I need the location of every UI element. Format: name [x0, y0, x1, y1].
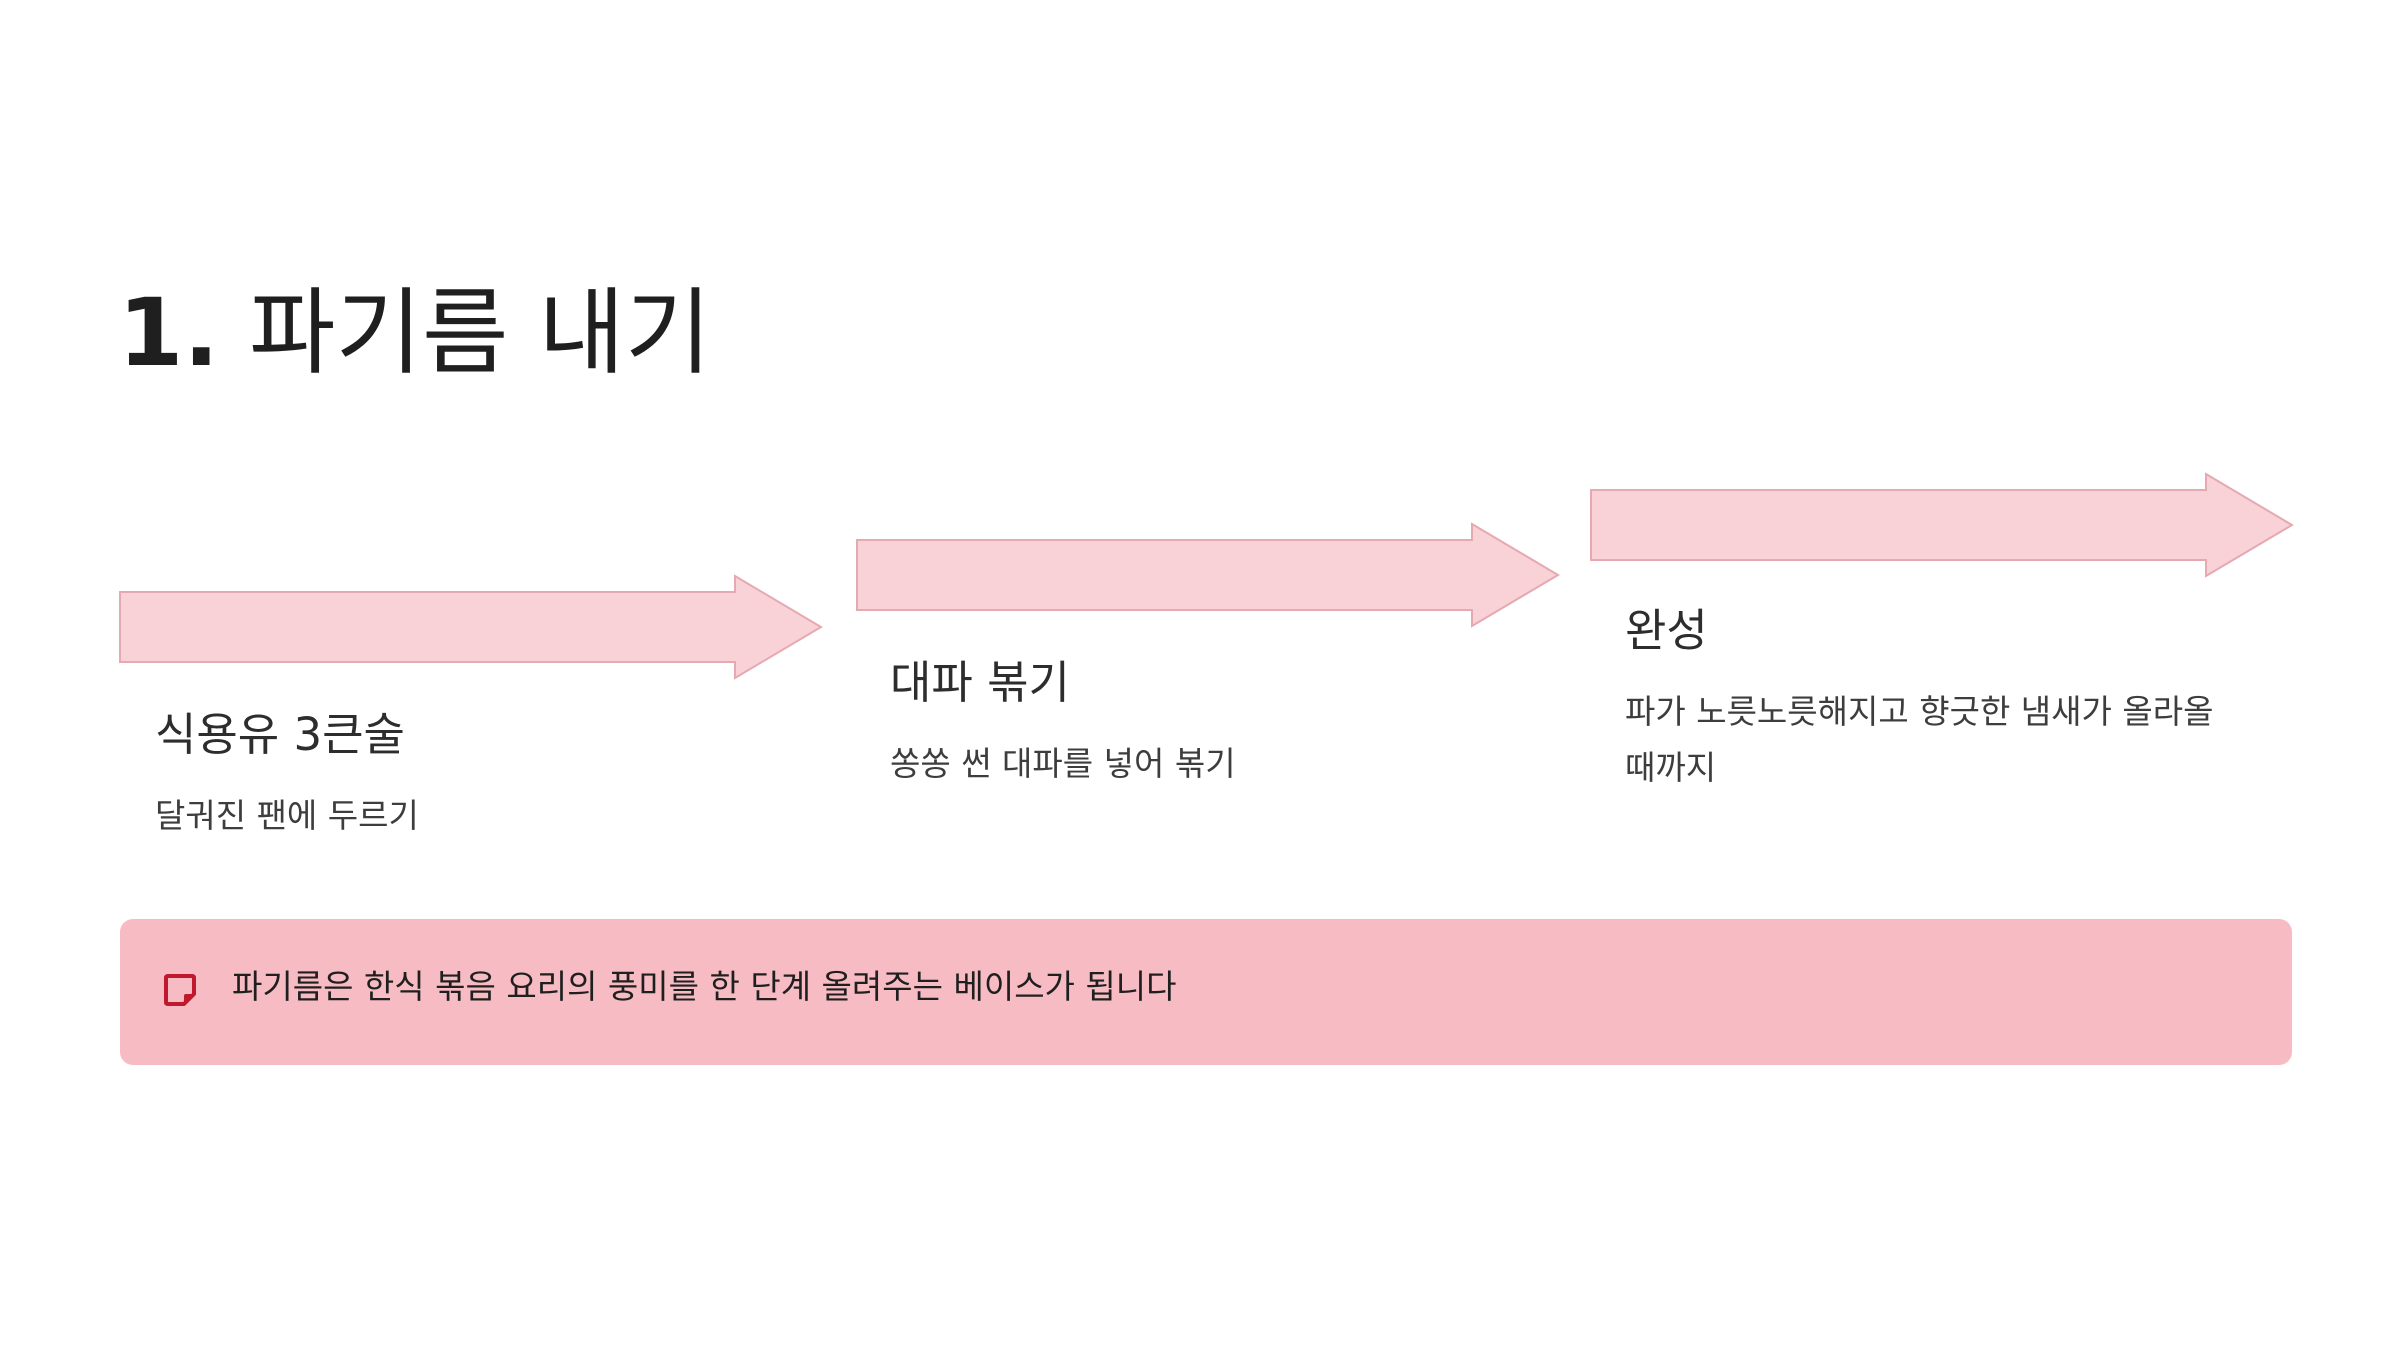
- step-3-arrow: [1589, 472, 2295, 578]
- sticky-note-icon: [162, 972, 198, 1008]
- callout-box: 파기름은 한식 볶음 요리의 풍미를 한 단계 올려주는 베이스가 됩니다: [120, 919, 2292, 1065]
- step-2-arrow: [855, 522, 1561, 628]
- step-1-arrow: [118, 574, 824, 680]
- title-text: 파기름 내기: [249, 279, 712, 388]
- title-number: 1.: [118, 279, 220, 388]
- slide-title: 1. 파기름 내기: [118, 282, 711, 385]
- step-1-description: 달궈진 팬에 두르기: [155, 796, 419, 835]
- step-2-description: 쏭쏭 썬 대파를 넣어 볶기: [890, 744, 1236, 783]
- step-2-title: 대파 볶기: [890, 656, 1070, 709]
- step-3-description: 파가 노릇노릇해지고 향긋한 냄새가 올라올 때까지: [1625, 692, 2214, 787]
- step-1-title: 식용유 3큰술: [155, 708, 405, 761]
- callout-text: 파기름은 한식 볶음 요리의 풍미를 한 단계 올려주는 베이스가 됩니다: [232, 967, 1177, 1006]
- step-3-title: 완성: [1625, 604, 1708, 657]
